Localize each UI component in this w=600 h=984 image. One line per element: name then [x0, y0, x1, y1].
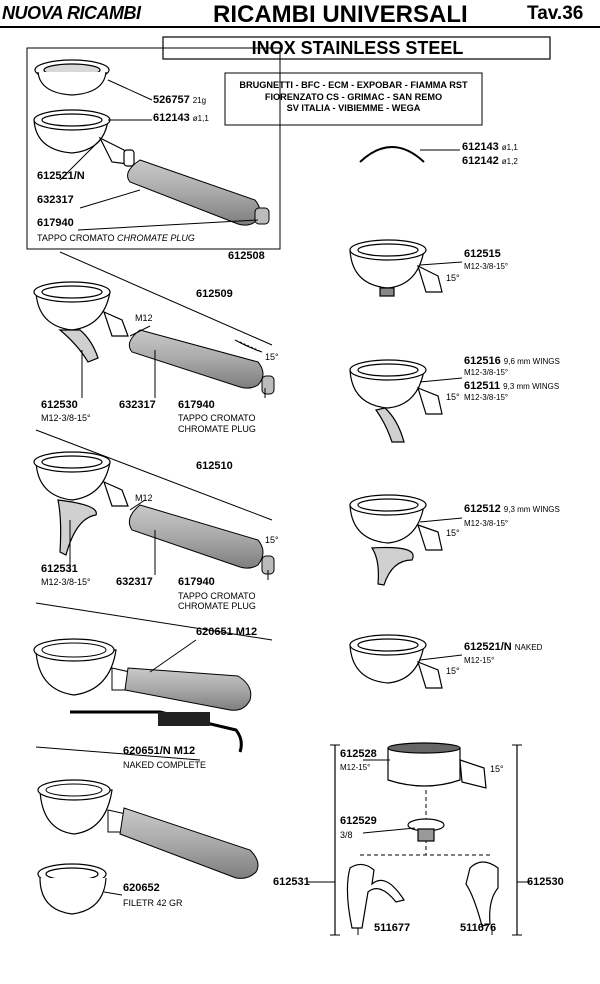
holder-612521n-right: [349, 634, 443, 689]
thread-612509: M12: [135, 313, 153, 323]
filter-basket-526757: [34, 59, 110, 96]
wing-511677: [346, 863, 405, 929]
plug-it-612509: TAPPO CROMATO: [178, 413, 256, 423]
group-code-612508: 612508: [228, 250, 265, 262]
angle-612528: 15°: [490, 764, 504, 774]
holder-spec-612531: M12-3/8-15°: [41, 577, 91, 587]
code-620652: 620652: [123, 882, 160, 894]
code-612529: 612529: [340, 815, 377, 827]
part-code-526757: 526757 21g: [153, 94, 207, 106]
group-612509-divider: [59, 251, 273, 346]
holder-612531-group: [33, 451, 129, 556]
brand-logo: NUOVA RICAMBI: [2, 3, 141, 23]
plug-code-612509: 617940: [178, 399, 215, 411]
holder-612521n-top: [33, 109, 135, 167]
holder-612515: [349, 239, 443, 297]
compatible-brands: BRUGNETTI - BFC - ECM - EXPOBAR - FIAMMA…: [225, 80, 482, 115]
angle-612516: 15°: [446, 392, 460, 402]
part-code-617940: 617940: [37, 217, 74, 229]
spec-612512: M12-3/8-15°: [464, 519, 509, 528]
plug-code-612510: 617940: [178, 576, 215, 588]
plug-it-612510: TAPPO CROMATO: [178, 591, 256, 601]
code-612531-box: 612531: [273, 876, 310, 888]
group-612508-frame: [26, 47, 281, 250]
spec-612528: M12-15°: [340, 763, 371, 772]
handle-code-612510: 632317: [116, 576, 153, 588]
code-612511: 612511 9,3 mm WINGS: [464, 380, 560, 392]
group-620651-divider: [35, 602, 273, 641]
code-612512: 612512 9,3 mm WINGS: [464, 503, 560, 515]
spec-612516: M12-3/8-15°: [464, 368, 509, 377]
spec-612521n: M12-15°: [464, 656, 495, 665]
plug-en-612510: CHROMATE PLUG: [178, 601, 256, 611]
code-612528: 612528: [340, 748, 377, 760]
angle-612512: 15°: [446, 528, 460, 538]
page-title: RICAMBI UNIVERSALI: [213, 1, 468, 28]
group-612510-divider: [35, 429, 273, 521]
plug-caption: TAPPO CROMATO CHROMATE PLUG: [37, 233, 195, 243]
group-code-620651n: 620651/N M12: [123, 745, 196, 757]
assembly-box: [330, 744, 522, 936]
spec-612529: 3/8: [340, 830, 353, 840]
holder-612528: [387, 747, 461, 787]
holder-612512: [349, 494, 443, 586]
angle-612509: 15°: [265, 352, 279, 362]
angle-612515: 15°: [446, 273, 460, 283]
spring-code-612143: 612143 ø1,1: [462, 141, 518, 153]
holder-612516: [349, 359, 443, 443]
brands-box-frame: [224, 72, 483, 126]
spring-code-612142: 612142 ø1,2: [462, 155, 518, 167]
group-code-612510: 612510: [196, 460, 233, 472]
thread-612510: M12: [135, 493, 153, 503]
wing-511676: [465, 861, 499, 927]
spec-612511: M12-3/8-15°: [464, 393, 509, 402]
code-511676: 511676: [460, 922, 497, 934]
angle-612521n: 15°: [446, 666, 460, 676]
holder-612530-group: [33, 281, 129, 363]
spec-612515: M12-3/8-15°: [464, 262, 509, 271]
code-612530-box: 612530: [527, 876, 564, 888]
handle-code-612509: 632317: [119, 399, 156, 411]
spout-spring: [158, 712, 210, 726]
table-number: Tav.36: [527, 3, 584, 24]
group-code-620651: 620651 M12: [196, 626, 258, 638]
angle-612510: 15°: [265, 535, 279, 545]
holder-spec-612530: M12-3/8-15°: [41, 413, 91, 423]
brands-line-3: SV ITALIA - VIBIEMME - WEGA: [286, 103, 421, 113]
code-511677: 511677: [374, 922, 411, 934]
handle-612510: [128, 504, 275, 575]
desc-620651n: NAKED COMPLETE: [123, 760, 207, 770]
code-612516: 612516 9,6 mm WINGS: [464, 355, 560, 367]
filter-basket-620652: [37, 863, 107, 915]
holder-code-612531: 612531: [41, 563, 78, 575]
brands-line-1: BRUGNETTI - BFC - ECM - EXPOBAR - FIAMMA…: [239, 80, 468, 90]
portafilter-620651: [33, 638, 252, 753]
spring-clip: [359, 146, 425, 163]
handle-632317-top: [127, 159, 270, 226]
handle-612509: [128, 329, 275, 395]
code-612515: 612515: [464, 248, 501, 260]
code-612521n-right: 612521/N NAKED: [464, 641, 543, 653]
part-code-632317: 632317: [37, 194, 74, 206]
part-code-612521n: 612521/N: [37, 170, 85, 182]
holder-code-612530: 612530: [41, 399, 78, 411]
part-code-612143: 612143 ø1,1: [153, 112, 209, 124]
brands-line-2: FIORENZATO CS - GRIMAC - SAN REMO: [264, 91, 443, 102]
group-code-612509: 612509: [196, 288, 233, 300]
desc-620652: FILETR 42 GR: [123, 898, 183, 908]
plug-en-612509: CHROMATE PLUG: [178, 424, 256, 434]
portafilter-620651n: [37, 779, 259, 879]
page-subtitle: INOX STAINLESS STEEL: [251, 38, 464, 58]
